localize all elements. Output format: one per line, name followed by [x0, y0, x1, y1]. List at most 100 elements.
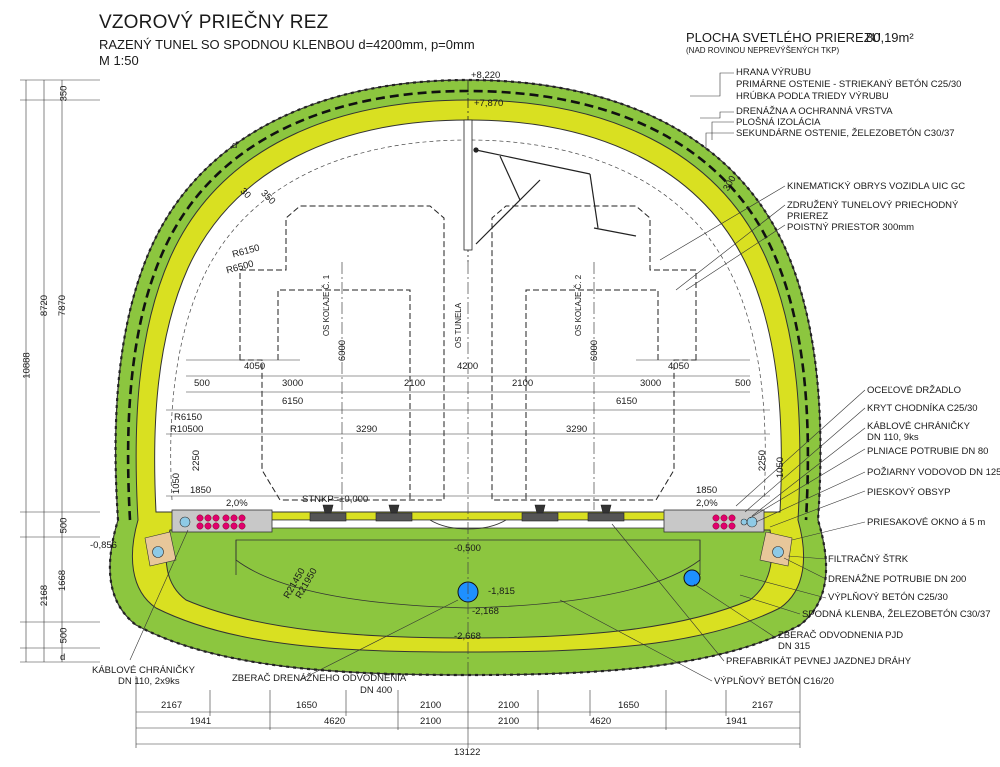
label-drainage-layer: DRENÁŽNA A OCHRANNÁ VRSTVA: [736, 106, 893, 117]
bottom-dim-1-5: 2167: [752, 700, 774, 711]
label-filler-c2530: VÝPLŇOVÝ BETÓN C25/30: [828, 592, 948, 603]
label-combined-profile-1: ZDRUŽENÝ TUNELOVÝ PRIECHODNÝ: [787, 200, 959, 211]
label-fire-main: POŽIARNY VODOVOD DN 125: [867, 467, 1000, 478]
label-thickness: HRÚBKA PODĽA TRIEDY VÝRUBU: [736, 91, 889, 102]
label-prefab-slab: PREFABRIKÁT PEVNEJ JAZDNEJ DRÁHY: [726, 656, 912, 667]
dim-d-arch: d: [232, 140, 238, 151]
page-subtitle: RAZENÝ TUNEL SO SPODNOU KLENBOU d=4200mm…: [99, 37, 475, 52]
dim-350: 350: [58, 85, 70, 102]
rails: [309, 504, 625, 522]
dim-1668: 1668: [57, 569, 69, 592]
fire-main-right: [746, 516, 758, 528]
dim-3290-left: 3290: [356, 424, 378, 435]
dim-3000-left: 3000: [282, 378, 304, 389]
label-drain-collector-1: ZBERAČ DRENÁŽNEHO ODVODNENIA: [232, 673, 407, 684]
label-invert: SPODNÁ KLENBA, ŽELEZOBETÓN C30/37: [802, 609, 991, 620]
dim-2250-left: 2250: [191, 449, 203, 472]
dim-500-left: 500: [194, 378, 210, 389]
bottom-dim-1-0: 2167: [161, 700, 183, 711]
bottom-dim-1-2: 2100: [420, 700, 442, 711]
dim-3290-right: 3290: [566, 424, 588, 435]
dim-3000-right: 3000: [640, 378, 662, 389]
level-top: +8,220: [471, 70, 501, 81]
side-drain-left: [152, 546, 164, 558]
cable-ducts-right: [712, 514, 736, 530]
dim-upper: 8720: [39, 294, 51, 317]
radius-r10500: R10500: [170, 424, 204, 435]
dim-6000-right: 6000: [589, 339, 601, 362]
label-pjd-collector-2: DN 315: [778, 641, 811, 652]
label-drain-collector-2: DN 400: [360, 685, 393, 696]
bottom-dim-1-1: 1650: [296, 700, 318, 711]
dim-1050-right: 1050: [775, 456, 787, 479]
center-axes: [341, 262, 595, 660]
leader-lines: [129, 72, 866, 682]
label-filler-c1620: VÝPLŇOVÝ BETÓN C16/20: [714, 676, 834, 687]
label-cable-left-2: DN 110, 2x9ks: [118, 676, 180, 687]
level-stnkp: STNKP=±0,000: [302, 494, 369, 505]
waterproofing-line: [126, 89, 810, 521]
pjd-collector-pipe: [683, 569, 701, 587]
vehicle-gauge-right: [491, 205, 697, 501]
level-m2668: -2,668: [454, 631, 481, 642]
dim-2100-right: 2100: [512, 378, 534, 389]
dim-d: d: [60, 652, 66, 663]
level-m2168: -2,168: [472, 606, 499, 617]
label-sand-bed: PIESKOVÝ OBSYP: [867, 487, 951, 498]
bottom-dim-2-5: 1941: [726, 716, 748, 727]
slope-left: 2,0%: [226, 498, 248, 509]
fire-main-left: [179, 516, 191, 528]
level-m1815: -1,815: [488, 586, 515, 597]
area-label: PLOCHA SVETLÉHO PRIEREZU: [686, 30, 882, 45]
level-inner-top: +7,870: [474, 98, 504, 109]
bottom-dim-2-2: 2100: [420, 716, 442, 727]
label-kinematic-gauge: KINEMATICKÝ OBRYS VOZIDLA UIC GC: [787, 181, 966, 192]
label-secondary-lining: SEKUNDÁRNE OSTENIE, ŽELEZOBETÓN C30/37: [736, 128, 955, 139]
axis-track-1: OS KOĽAJE Č. 1: [322, 274, 332, 337]
dim-2168: 2168: [39, 584, 51, 607]
bottom-dim-total: 13122: [454, 747, 481, 758]
cable-ducts-left: [196, 514, 246, 530]
area-value: 80,19m²: [866, 30, 914, 45]
walkway-right: [663, 509, 765, 533]
slope-right: 2,0%: [696, 498, 718, 509]
level-m0500: -0,500: [454, 543, 481, 554]
vehicle-gauge-left: [239, 205, 445, 501]
bottom-dim-1-3: 2100: [498, 700, 520, 711]
bottom-dim-2-1: 4620: [324, 716, 346, 727]
level-left: -0,856: [90, 540, 117, 551]
bottom-dim-2-3: 2100: [498, 716, 520, 727]
dim-4050-right: 4050: [668, 361, 690, 372]
dim-500b: 500: [58, 627, 70, 644]
dim-6150-right: 6150: [616, 396, 638, 407]
bottom-dim-2-0: 1941: [190, 716, 212, 727]
bottom-dim-2-4: 4620: [590, 716, 612, 727]
dim-500-right: 500: [735, 378, 751, 389]
axis-track-2: OS KOĽAJE Č. 2: [574, 274, 584, 337]
label-drain-pipe: DRENÁŽNE POTRUBIE DN 200: [828, 574, 967, 585]
label-handrail: OCEĽOVÉ DRŽADLO: [867, 385, 961, 396]
dim-4200: 4200: [457, 361, 479, 372]
page-title: VZOROVÝ PRIEČNY REZ: [99, 12, 329, 33]
label-cable-left-1: KÁBLOVÉ CHRÁNIČKY: [92, 665, 195, 676]
area-note: (NAD ROVINOU NEPREVÝŠENÝCH TKP): [686, 46, 840, 55]
radius-r6150b: R6150: [174, 412, 202, 423]
dim-6150-left: 6150: [282, 396, 304, 407]
dim-2100-left: 2100: [404, 378, 426, 389]
bottom-dimension-lines: [135, 662, 801, 748]
dim-1850-right: 1850: [696, 485, 718, 496]
dim-4050-left: 4050: [244, 361, 266, 372]
label-excavation-edge: HRANA VÝRUBU: [736, 67, 811, 78]
dim-1850-left: 1850: [190, 485, 212, 496]
dim-2250-right: 2250: [757, 449, 769, 472]
label-filter-gravel: FILTRAČNÝ ŠTRK: [828, 554, 909, 565]
axis-tunnel: OS TUNELA: [454, 302, 464, 349]
bottom-dim-1-4: 1650: [618, 700, 640, 711]
dim-total: 10888: [21, 352, 33, 379]
dim-6000-left: 6000: [337, 339, 349, 362]
excavation-edge: [108, 78, 828, 677]
label-cable-ducts-1: KÁBLOVÉ CHRÁNIČKY: [867, 421, 970, 432]
label-filling-pipe: PLNIACE POTRUBIE DN 80: [867, 446, 989, 457]
dim-1050-left: 1050: [171, 472, 183, 495]
